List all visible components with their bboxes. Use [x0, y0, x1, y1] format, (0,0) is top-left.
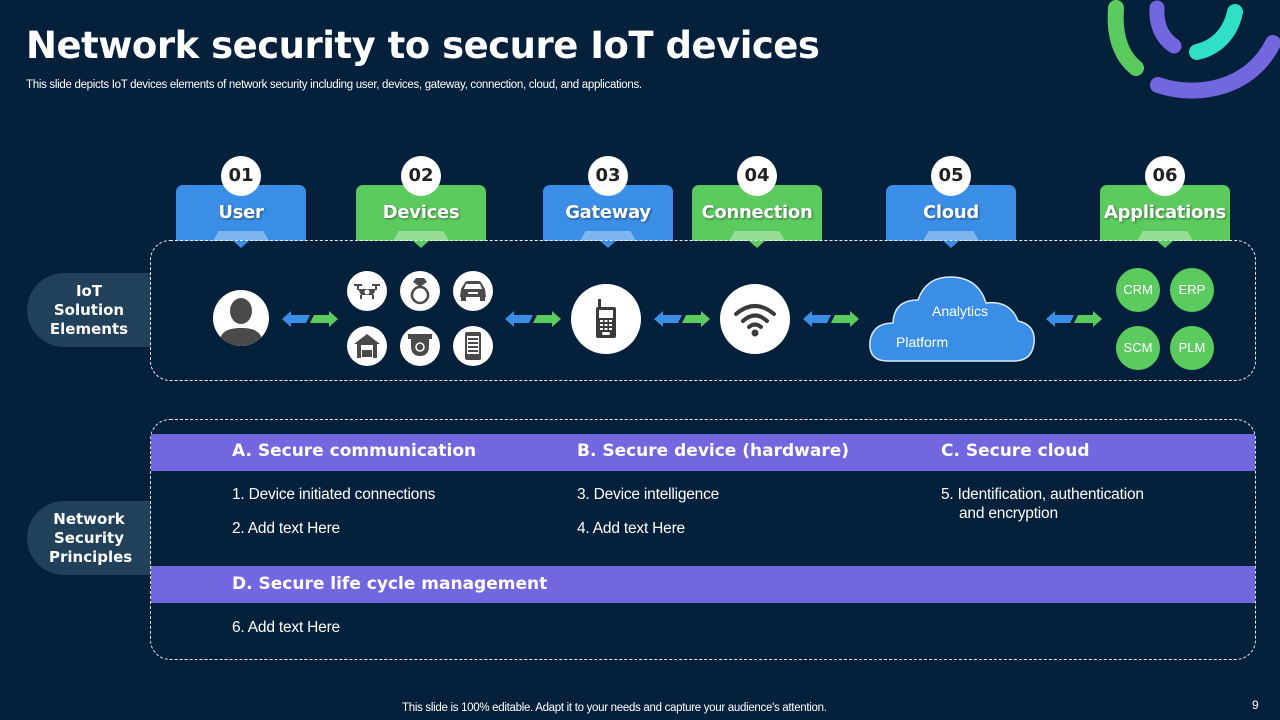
cloud-platform: Analytics Platform	[868, 275, 1036, 365]
solution-elements-frame	[150, 240, 1256, 381]
user-node	[213, 290, 269, 346]
device-garage	[347, 326, 387, 366]
user-icon	[219, 298, 263, 346]
section-title-secure-device: B. Secure device (hardware)	[577, 441, 850, 461]
step-number-badge: 02	[401, 156, 441, 196]
step-number-badge: 01	[221, 156, 261, 196]
garage-icon	[354, 334, 380, 358]
tab-pointer	[412, 240, 430, 248]
tab-pointer	[1156, 240, 1174, 248]
tab-notch	[213, 231, 269, 241]
tab-label: Connection	[701, 202, 813, 223]
drone-icon	[354, 284, 380, 299]
principle-item: 3. Device intelligence	[577, 486, 720, 503]
tab-label: Gateway	[565, 202, 651, 223]
principle-item: 5. Identification, authentication	[941, 486, 1144, 503]
bidirectional-arrow-icon	[1046, 311, 1102, 327]
decorative-arcs-icon	[1107, 0, 1280, 99]
green-arc	[1107, 0, 1144, 76]
mobile-phone-icon	[596, 299, 616, 338]
principles-header-band	[151, 434, 1255, 471]
step-number-badge: 06	[1145, 156, 1185, 196]
tab-notch	[729, 231, 785, 241]
smartphone-icon	[465, 332, 481, 360]
bidirectional-arrow-icon	[282, 311, 338, 327]
cloud-label-analytics: Analytics	[932, 303, 989, 319]
tab-notch	[1137, 231, 1193, 241]
section-title-secure-communication: A. Secure communication	[232, 441, 477, 461]
page-subtitle: This slide depicts IoT devices elements …	[26, 79, 642, 91]
tab-notch	[923, 231, 979, 241]
section-title-lifecycle: D. Secure life cycle management	[232, 574, 548, 594]
principle-item: 1. Device initiated connections	[232, 486, 436, 503]
principles-header-band-lifecycle	[151, 566, 1255, 603]
principle-item: 6. Add text Here	[232, 619, 340, 636]
app-crm: CRM	[1116, 268, 1160, 312]
tab-pointer	[599, 240, 617, 248]
tab-label: Cloud	[923, 202, 979, 223]
bidirectional-arrow-icon	[803, 311, 859, 327]
tab-label: User	[218, 202, 264, 223]
purple-large-arc	[1150, 35, 1280, 99]
page-number: 9	[1252, 698, 1259, 712]
car-icon	[460, 281, 486, 301]
device-car	[453, 271, 493, 311]
principle-item-continued: and encryption	[959, 505, 1058, 522]
bidirectional-arrow-icon	[505, 311, 561, 327]
tab-label: Devices	[382, 202, 460, 223]
section-title-secure-cloud: C. Secure cloud	[941, 441, 1090, 461]
ring-icon	[410, 278, 430, 305]
device-smartphone	[453, 326, 493, 366]
tab-devices[interactable]: Devices	[356, 185, 486, 248]
cloud-label-platform: Platform	[896, 334, 949, 350]
footer-note: This slide is 100% editable. Adapt it to…	[402, 702, 827, 714]
principles-frame	[150, 419, 1256, 660]
device-ring	[400, 271, 440, 311]
security-camera-icon	[408, 334, 432, 356]
step-number-badge: 03	[588, 156, 628, 196]
row-label-iot-solution: IoT Solution Elements	[27, 273, 151, 347]
wifi-icon	[734, 304, 776, 337]
bidirectional-arrow-icon	[654, 311, 710, 327]
step-number-badge: 05	[931, 156, 971, 196]
device-security-camera	[400, 326, 440, 366]
app-plm: PLM	[1170, 326, 1214, 370]
row-label-network-security: Network Security Principles	[27, 501, 151, 575]
row-label-text: IoT Solution Elements	[49, 281, 129, 338]
step-number-badge: 04	[737, 156, 777, 196]
app-erp: ERP	[1170, 268, 1214, 312]
tab-notch	[580, 231, 636, 241]
row-label-text: Network Security Principles	[49, 509, 133, 566]
principle-item: 4. Add text Here	[577, 520, 685, 537]
tab-label: Applications	[1104, 202, 1226, 223]
tab-notch	[393, 231, 449, 241]
device-drone	[347, 271, 387, 311]
purple-small-arc	[1149, 0, 1182, 54]
tab-pointer	[748, 240, 766, 248]
tab-pointer	[942, 240, 960, 248]
cloud-icon	[869, 276, 1035, 362]
app-scm: SCM	[1116, 326, 1160, 370]
tab-pointer	[232, 240, 250, 248]
connection-node	[720, 284, 790, 354]
teal-arc	[1189, 4, 1243, 60]
page-title: Network security to secure IoT devices	[26, 24, 820, 67]
gateway-node	[571, 284, 641, 354]
principle-item: 2. Add text Here	[232, 520, 340, 537]
